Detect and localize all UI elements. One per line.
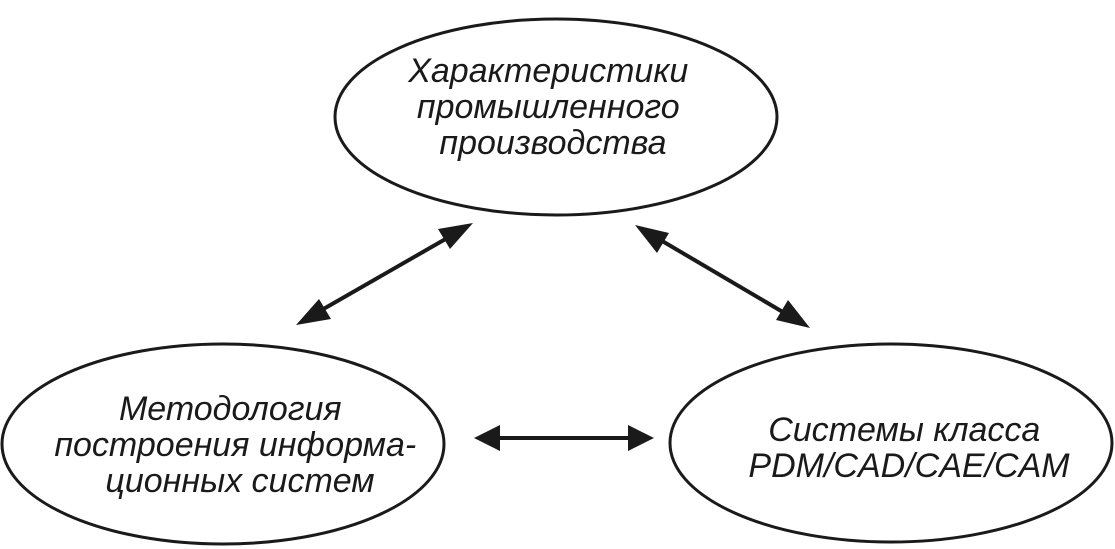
- node-methodology-line-3: ционных систем: [105, 462, 374, 500]
- node-industrial-characteristics-label: Характеристики промышленного производств…: [407, 52, 698, 162]
- edge-methodology-characteristics: [296, 223, 473, 325]
- node-industrial-characteristics-ellipse: [333, 17, 779, 217]
- edge-characteristics-pdm-line: [650, 233, 795, 320]
- node-pdm-systems: Системы класса PDM/CAD/CAE/CAM: [668, 342, 1114, 544]
- edge-characteristics-pdm: [635, 225, 810, 328]
- node-pdm-systems-label: Системы класса PDM/CAD/CAE/CAM: [748, 411, 1070, 485]
- arrowhead-icon: [776, 300, 810, 328]
- node-methodology-line-1: Методология: [119, 390, 342, 428]
- node-methodology: Методология построения информа- ционных …: [0, 342, 446, 546]
- edge-methodology-characteristics-line: [312, 231, 457, 317]
- node-industrial-characteristics-line-1: Характеристики: [407, 52, 688, 90]
- arrowhead-icon: [635, 225, 669, 253]
- arrowhead-icon: [628, 425, 654, 451]
- node-pdm-systems-line-1: Системы класса: [768, 411, 1040, 449]
- arrowhead-icon: [474, 425, 500, 451]
- node-methodology-ellipse: [0, 342, 446, 546]
- node-industrial-characteristics: Характеристики промышленного производств…: [333, 17, 779, 217]
- node-industrial-characteristics-line-3: производства: [439, 124, 666, 162]
- node-pdm-systems-ellipse: [668, 342, 1114, 544]
- arrowhead-icon: [438, 223, 473, 249]
- edge-methodology-pdm: [474, 425, 654, 451]
- arrowhead-icon: [296, 299, 331, 325]
- node-methodology-line-2: построения информа-: [54, 426, 416, 464]
- node-methodology-label: Методология построения информа- ционных …: [54, 390, 425, 500]
- node-pdm-systems-line-2: PDM/CAD/CAE/CAM: [748, 447, 1070, 485]
- node-industrial-characteristics-line-2: промышленного: [417, 88, 680, 126]
